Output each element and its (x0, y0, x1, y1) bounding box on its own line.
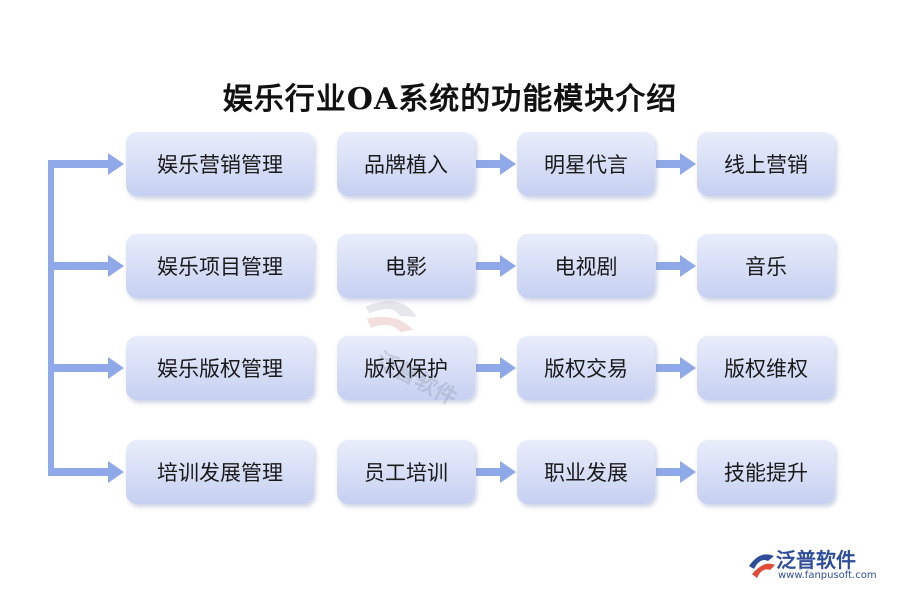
step-box: 电视剧 (517, 234, 655, 298)
step-box: 员工培训 (337, 440, 475, 504)
module-box: 娱乐版权管理 (126, 336, 314, 400)
watermark-text: 泛普软件 (371, 347, 461, 412)
diagram-title: 娱乐行业OA系统的功能模块介绍 (222, 82, 678, 117)
flow-arrow (476, 461, 516, 483)
step-box: 版权保护 (337, 336, 475, 400)
brand-mark: 泛普软件 www.fanpusoft.com (746, 548, 886, 588)
brand-url: www.fanpusoft.com (778, 570, 877, 581)
flow-arrow (476, 255, 516, 277)
flow-arrow (656, 153, 696, 175)
flow-arrow (656, 357, 696, 379)
step-box: 电影 (337, 234, 475, 298)
flow-arrow (476, 153, 516, 175)
step-box: 职业发展 (517, 440, 655, 504)
module-box: 培训发展管理 (126, 440, 314, 504)
step-box: 版权维权 (697, 336, 835, 400)
step-box: 品牌植入 (337, 132, 475, 196)
flow-arrow (656, 461, 696, 483)
spine-connector (48, 160, 54, 476)
module-box: 娱乐营销管理 (126, 132, 314, 196)
module-box: 娱乐项目管理 (126, 234, 314, 298)
step-box: 版权交易 (517, 336, 655, 400)
watermark-icon (365, 301, 417, 333)
branch-arrow (48, 153, 124, 175)
step-box: 线上营销 (697, 132, 835, 196)
step-box: 音乐 (697, 234, 835, 298)
brand-logo-icon (749, 554, 775, 578)
flow-arrow (656, 255, 696, 277)
brand-name: 泛普软件 (776, 548, 856, 572)
step-box: 明星代言 (517, 132, 655, 196)
flow-arrow (476, 357, 516, 379)
branch-arrow (48, 255, 124, 277)
step-box: 技能提升 (697, 440, 835, 504)
branch-arrow (48, 461, 124, 483)
watermark-logo: 泛普软件 (319, 278, 508, 454)
branch-arrow (48, 357, 124, 379)
